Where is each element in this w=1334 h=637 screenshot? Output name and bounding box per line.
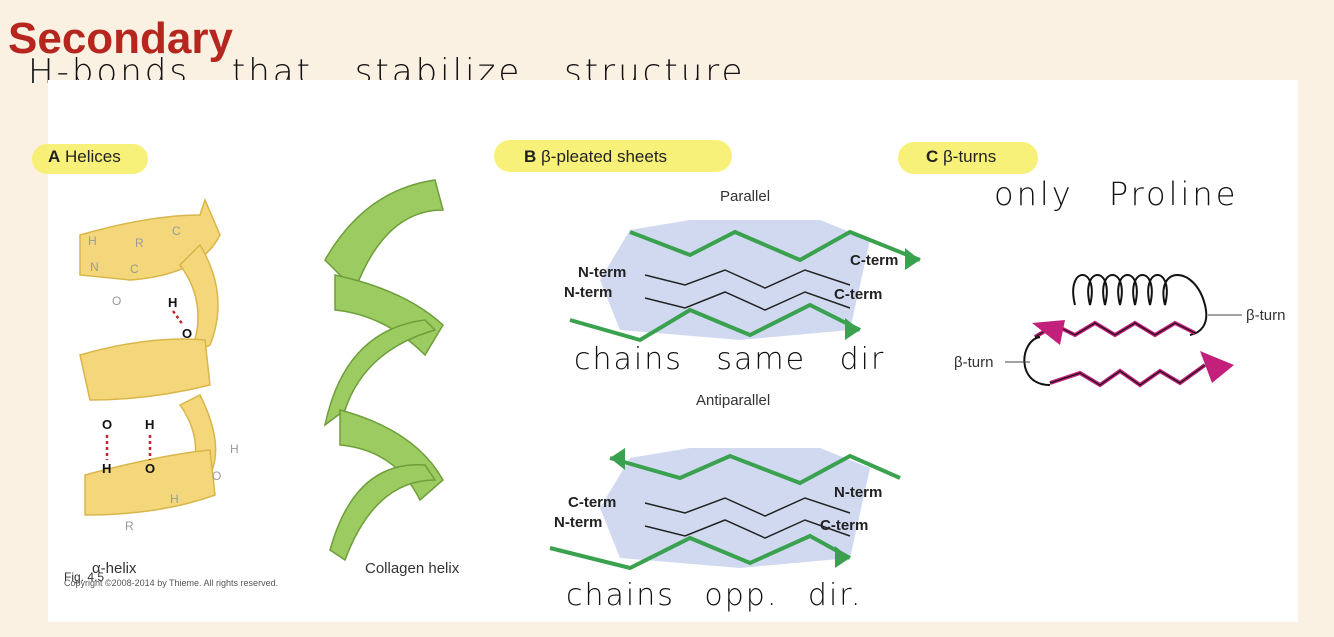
copyright-text: Copyright ©2008-2014 by Thieme. All righ…: [64, 578, 279, 588]
svg-text:C: C: [130, 262, 139, 276]
parallel-label: Parallel: [720, 188, 771, 205]
beta-turn-right-label: β-turn: [1246, 307, 1285, 324]
fig-number: Fig. 4.5: [64, 570, 105, 584]
antiparallel-left-term-1: C-term: [568, 494, 616, 511]
parallel-left-term-2: N-term: [564, 284, 612, 301]
svg-text:H: H: [145, 417, 154, 432]
parallel-right-term-1: C-term: [850, 252, 898, 269]
antiparallel-right-term-1: N-term: [834, 484, 882, 501]
svg-text:H: H: [102, 461, 111, 476]
parallel-left-term-1: N-term: [578, 264, 626, 281]
parallel-sheet-figure: N-term N-term C-term C-term: [564, 220, 921, 343]
slide-title: Secondary: [8, 14, 233, 63]
antiparallel-left-term-2: N-term: [554, 514, 602, 531]
svg-text:N: N: [90, 260, 99, 274]
beta-turn-figure: β-turn β-turn: [954, 274, 1285, 388]
svg-text:O: O: [112, 294, 121, 308]
handwritten-note-proline: only Proline: [994, 175, 1239, 213]
highlight-a: [32, 144, 148, 174]
section-c-label: C β-turns: [926, 147, 997, 166]
svg-text:C: C: [172, 224, 181, 238]
antiparallel-label: Antiparallel: [696, 392, 771, 409]
svg-text:R: R: [135, 236, 144, 250]
svg-text:H: H: [230, 442, 239, 456]
antiparallel-right-term-2: C-term: [820, 517, 868, 534]
antiparallel-sheet-figure: C-term N-term N-term C-term: [549, 448, 901, 571]
section-a-label: A Helices: [48, 147, 121, 166]
svg-text:O: O: [182, 326, 192, 341]
svg-text:H: H: [170, 492, 179, 506]
svg-text:O: O: [212, 469, 221, 483]
alpha-helix-caption: α-helix: [92, 560, 137, 577]
highlight-b: [494, 140, 732, 172]
svg-text:O: O: [102, 417, 112, 432]
parallel-right-term-2: C-term: [834, 286, 882, 303]
collagen-helix-figure: [323, 179, 444, 562]
handwritten-note-antiparallel: chains opp. dir.: [566, 578, 863, 613]
handwritten-note-parallel: chains same dir: [574, 342, 886, 377]
highlight-c: [898, 142, 1038, 174]
svg-text:H: H: [88, 234, 97, 248]
collagen-helix-caption: Collagen helix: [365, 560, 460, 577]
section-b-label: B β-pleated sheets: [524, 147, 668, 166]
beta-turn-left-label: β-turn: [954, 354, 993, 371]
svg-text:O: O: [145, 461, 155, 476]
svg-text:H: H: [168, 295, 177, 310]
svg-text:R: R: [125, 519, 134, 533]
